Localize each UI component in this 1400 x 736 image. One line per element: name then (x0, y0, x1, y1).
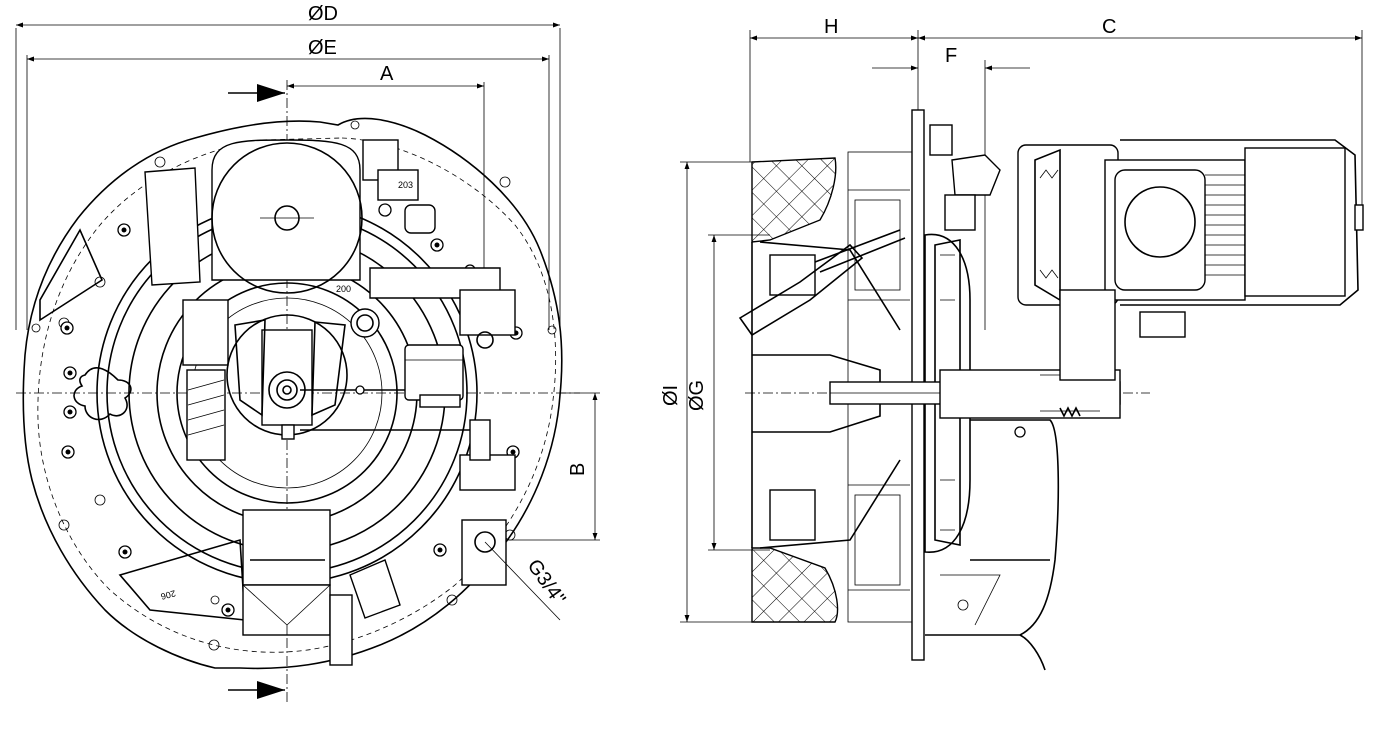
fan-impeller (924, 233, 971, 553)
part-label-203: 203 (398, 180, 413, 190)
dimension-f: F (872, 45, 1030, 330)
dimension-c: C (918, 16, 1363, 220)
blast-tube (738, 229, 906, 549)
refractory-quarl (751, 157, 839, 623)
dimension-i-label: ØI (660, 385, 682, 406)
electric-motor (1017, 139, 1364, 381)
gas-connection: G3/4" (461, 519, 570, 621)
flange-holes (31, 120, 557, 651)
dimension-h-label: H (824, 16, 838, 38)
front-view: ØD ØE A B (15, 3, 600, 705)
burner-housing-outline (22, 117, 563, 670)
dimension-g-label: ØG (686, 380, 708, 411)
dimension-g: ØG (686, 234, 770, 551)
dimension-e: ØE (26, 37, 550, 330)
nozzle-assembly (226, 314, 348, 440)
lower-housing (925, 419, 1060, 671)
section-arrows (228, 84, 285, 699)
hex-nut (350, 308, 380, 338)
dimension-e-label: ØE (308, 37, 337, 59)
part-label-200: 200 (336, 284, 351, 294)
air-ring-inner (176, 282, 398, 504)
dimension-h: H (749, 16, 919, 162)
dimension-i: ØI (660, 161, 752, 623)
housing-inner-dashed (37, 137, 557, 653)
ignition-transformer (404, 344, 464, 408)
motor-shaft (829, 369, 1121, 438)
dimension-c-label: C (1102, 16, 1116, 38)
dimension-b: B (500, 392, 600, 541)
flange-plate (39, 228, 104, 322)
dimension-b-label: B (567, 463, 589, 476)
dimension-f-label: F (945, 45, 957, 67)
dimension-a-label: A (380, 63, 394, 85)
coupling-star (73, 367, 132, 421)
part-label-206: 206 (160, 588, 177, 602)
right-bracket (300, 267, 516, 491)
fan-motor-top: 200 (211, 139, 363, 294)
side-view: H C F ØI ØG (660, 16, 1364, 671)
gas-valve-203: 203 (362, 139, 436, 234)
left-actuator (144, 167, 229, 461)
connection-label: G3/4" (523, 555, 570, 609)
dimension-d: ØD (15, 3, 561, 330)
bottom-airbox (242, 509, 401, 666)
gas-train-top (929, 124, 1001, 231)
dimension-d-label: ØD (308, 3, 338, 25)
